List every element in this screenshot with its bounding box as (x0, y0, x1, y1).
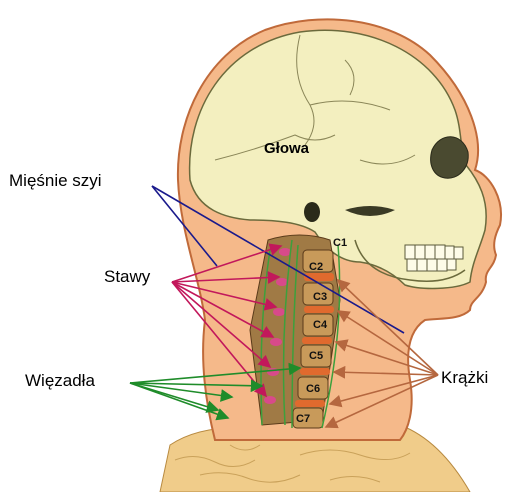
label-joints: Stawy (104, 268, 150, 285)
label-neck-muscles: Mięśnie szyi (9, 172, 102, 189)
vertebra-label-c3: C3 (313, 292, 327, 303)
vertebra-label-c7: C7 (296, 414, 310, 425)
vertebra-label-c4: C4 (313, 320, 327, 331)
vertebra-label-c2: C2 (309, 262, 323, 273)
vertebra-label-c6: C6 (306, 384, 320, 395)
vertebra-label-c5: C5 (309, 351, 323, 362)
ear-canal (304, 202, 320, 222)
vertebra-label-c1: C1 (333, 238, 347, 249)
teeth (405, 245, 463, 271)
label-ligaments: Więzadła (25, 372, 95, 389)
label-head: Głowa (264, 141, 309, 156)
label-discs: Krążki (441, 369, 488, 386)
